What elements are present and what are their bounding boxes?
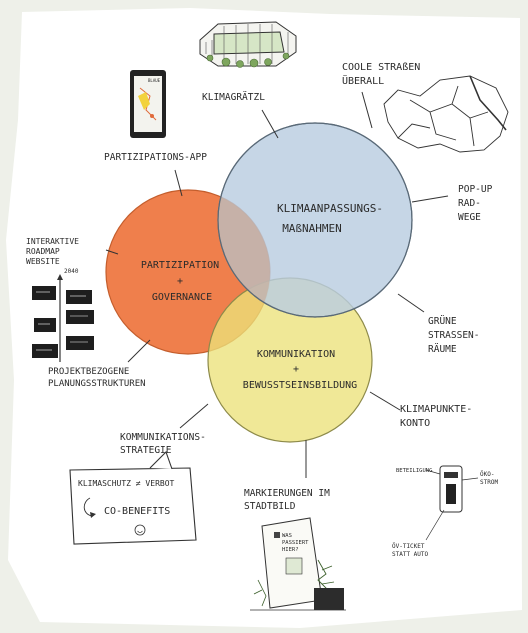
communication-label-2: +: [293, 364, 299, 375]
label-gruene-1: GRÜNE: [428, 316, 457, 327]
participation-label-2: +: [177, 276, 183, 287]
label-oev-1: ÖV-TICKET: [392, 543, 425, 550]
label-roadmap-year: 2040: [64, 268, 79, 275]
label-oeko-1: ÖKO-: [480, 471, 494, 478]
adaptation-label-2: MAßNAHMEN: [282, 222, 342, 235]
label-strategie-2: STRATEGIE: [120, 445, 172, 456]
label-oev-2: STATT AUTO: [392, 551, 429, 558]
smiley-icon: [134, 524, 146, 536]
street-sign-illustration: WAS PASSIERT HIER?: [250, 517, 346, 611]
sign-text-3: HIER?: [282, 547, 299, 553]
speech-text-2: CO-BENEFITS: [104, 506, 170, 517]
participation-label-1: PARTIZIPATION: [141, 260, 219, 271]
participation-label-3: GOVERNANCE: [152, 292, 212, 303]
speech-text-1: KLIMASCHUTZ ≠ VERBOT: [78, 479, 175, 488]
connector-lines: [105, 91, 449, 478]
klimapunkte-device-illustration: BETEILIGUNG ÖKO- STROM ÖV-TICKET STATT A…: [392, 465, 498, 558]
label-strategie-1: KOMMUNIKATIONS-: [120, 432, 206, 443]
roadmap-timeline-illustration: [32, 274, 94, 362]
communication-label-3: BEWUSSTSEINSBILDUNG: [243, 380, 357, 391]
sign-text-1: WAS: [282, 533, 292, 539]
label-gruene-2: STRASSEN-: [428, 330, 479, 341]
label-klimagraetzl: KLIMAGRÄTZL: [202, 92, 265, 103]
sign-text-2: PASSIERT: [282, 540, 309, 546]
communication-label-1: KOMMUNIKATION: [257, 349, 335, 360]
label-popup-2: RAD-: [458, 198, 481, 209]
label-konto-1: KLIMAPUNKTE-: [400, 404, 472, 415]
label-roadmap-2: ROADMAP: [26, 247, 60, 256]
phone-illustration: BLAUE: [130, 70, 166, 138]
label-beteiligung: BETEILIGUNG: [396, 468, 432, 474]
label-popup-1: POP-UP: [458, 184, 493, 195]
label-partizipations-app: PARTIZIPATIONS-APP: [104, 152, 207, 163]
label-gruene-3: RÄUME: [428, 344, 457, 355]
label-projekt-1: PROJEKTBEZOGENE: [48, 367, 129, 377]
label-oeko-2: STROM: [480, 479, 498, 486]
label-markierung-1: MARKIERUNGEN IM: [244, 488, 330, 499]
city-map-illustration: [383, 75, 509, 153]
label-popup-3: WEGE: [458, 212, 481, 223]
circle-adaptation-outline: [217, 122, 413, 318]
label-markierung-2: STADTBILD: [244, 501, 296, 512]
phone-screen-text: BLAUE: [148, 78, 161, 83]
label-roadmap-1: INTERAKTIVE: [26, 237, 79, 246]
label-projekt-2: PLANUNGSSTRUKTUREN: [48, 379, 146, 389]
label-coole-1: COOLE STRAßEN: [342, 62, 420, 73]
adaptation-label-1: KLIMAANPASSUNGS-: [277, 202, 383, 215]
building-block-illustration: [199, 21, 297, 68]
label-roadmap-3: WEBSITE: [26, 257, 60, 266]
speech-bubble: KLIMASCHUTZ ≠ VERBOT CO-BENEFITS: [69, 450, 197, 545]
label-konto-2: KONTO: [400, 418, 430, 429]
label-coole-2: ÜBERALL: [342, 74, 384, 87]
